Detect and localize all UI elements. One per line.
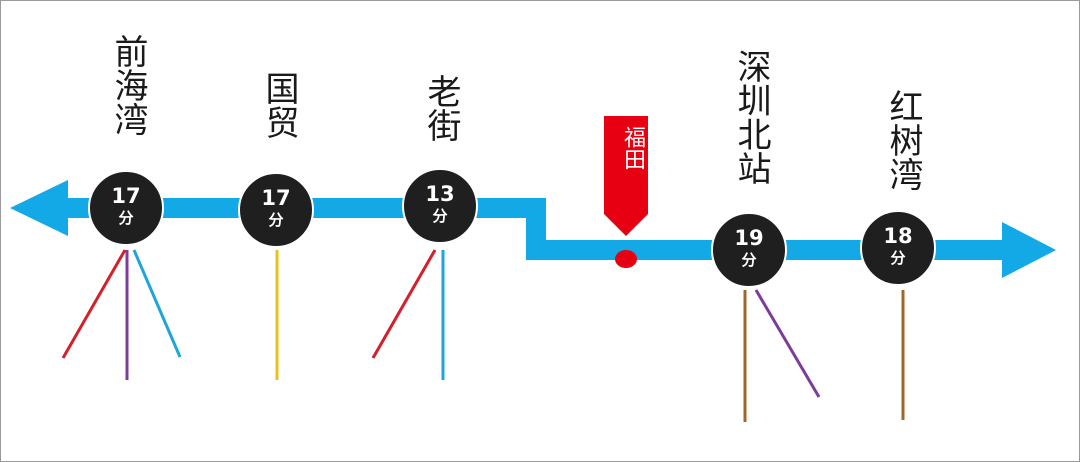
travel-time: 19 [734,226,764,250]
station-node-shenzhenbei[interactable]: 19 分 [711,212,787,288]
travel-time: 17 [261,186,291,210]
station-label-qianhaiwan: 前海湾 [108,34,148,136]
travel-time: 17 [111,184,141,208]
transfer-lines [61,249,905,422]
station-node-hongshuwan[interactable]: 18 分 [860,210,936,286]
travel-time-unit: 分 [118,209,134,227]
station-label-guomao: 国贸 [259,71,299,139]
arrow-left-icon [10,180,68,236]
current-station-label: 福田 [620,126,645,170]
travel-time-unit: 分 [432,207,448,225]
arrow-right-icon [1002,222,1056,278]
travel-time-unit: 分 [890,249,906,267]
travel-time: 13 [425,182,455,206]
travel-time-unit: 分 [741,251,757,269]
travel-time-unit: 分 [268,211,284,229]
current-station-marker-icon [604,116,648,268]
travel-time: 18 [883,224,913,248]
station-node-laojie[interactable]: 13 分 [402,168,478,244]
station-node-qianhaiwan[interactable]: 17 分 [88,170,164,246]
station-label-hongshuwan: 红树湾 [883,89,923,191]
station-label-shenzhenbei: 深圳北站 [731,49,771,185]
station-label-laojie: 老街 [421,74,461,142]
station-node-guomao[interactable]: 17 分 [238,172,314,248]
